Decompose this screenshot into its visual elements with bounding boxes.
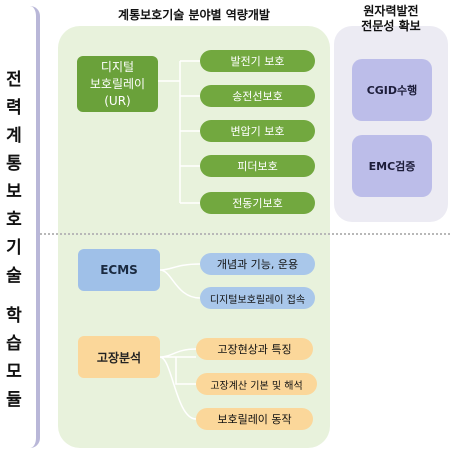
- digital-item-feeder: 피더보호: [200, 155, 315, 177]
- side-title-group-2: 보 호 기 술: [6, 182, 22, 286]
- side-title-group-1: 전 력 계 통: [6, 70, 22, 174]
- digital-relay-box: 디지털 보호릴레이 (UR): [77, 56, 158, 112]
- side-bracket: [30, 6, 40, 448]
- ecms-item-concept: 개념과 기능, 운용: [200, 253, 315, 275]
- digital-item-generator: 발전기 보호: [200, 50, 315, 72]
- ecms-box: ECMS: [78, 249, 160, 291]
- nuclear-header: 원자력발전 전문성 확보: [361, 4, 421, 33]
- fault-item-phenomena: 고장현상과 특징: [196, 338, 313, 360]
- section-divider: [40, 233, 450, 235]
- fault-item-relay-operation: 보호릴레이 동작: [196, 408, 313, 430]
- nuclear-item-cgid: CGID수행: [352, 59, 432, 121]
- side-title-group-3: 학 습 모 듈: [6, 306, 22, 410]
- fault-analysis-box: 고장분석: [78, 336, 160, 378]
- digital-item-transmission: 송전선보호: [200, 85, 315, 107]
- digital-item-transformer: 변압기 보호: [200, 120, 315, 142]
- digital-item-motor: 전동기보호: [200, 192, 315, 214]
- ecms-item-relay-connect: 디지털보호릴레이 접속: [200, 287, 315, 309]
- nuclear-item-emc: EMC검증: [352, 135, 432, 197]
- fault-item-calculation: 고장계산 기본 및 해석: [196, 373, 317, 395]
- main-header: 계통보호기술 분야별 역량개발: [118, 8, 270, 22]
